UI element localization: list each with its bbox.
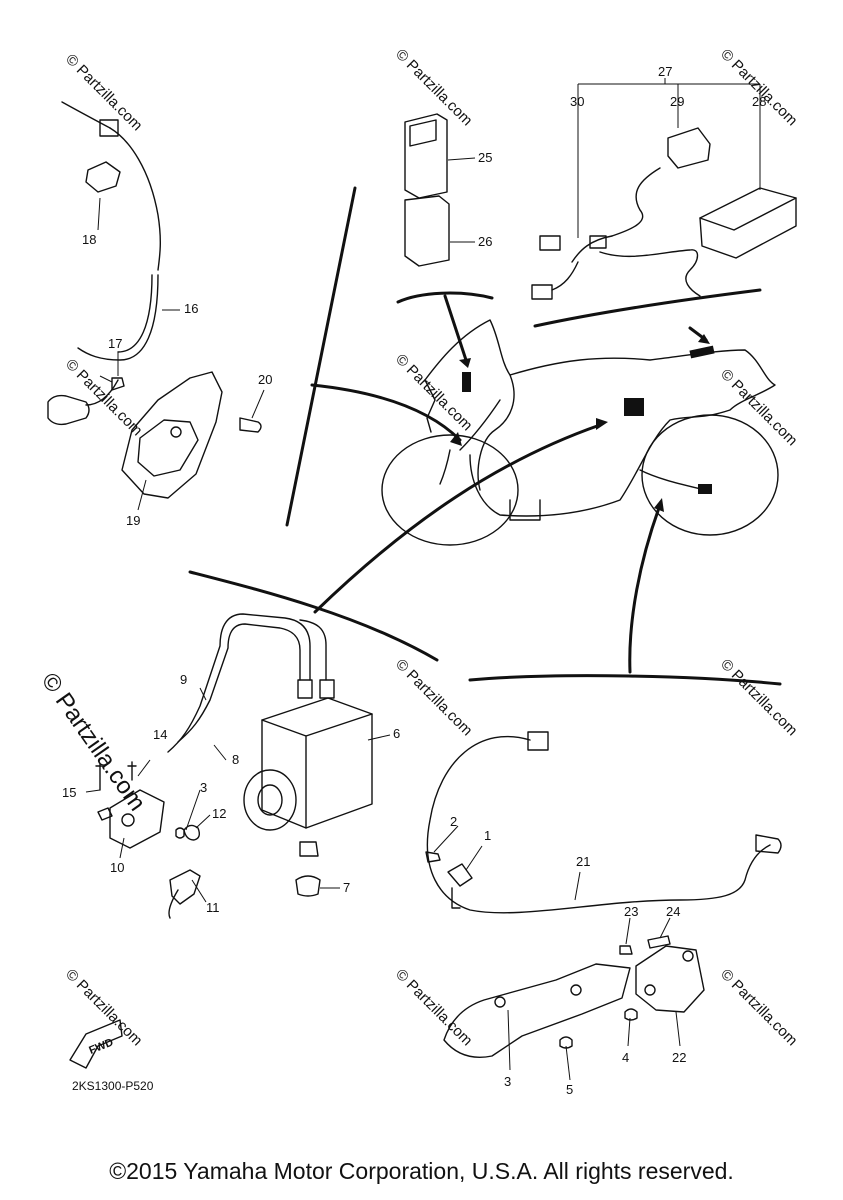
watermark: © Partzilla.com — [62, 51, 145, 134]
callout-26: 26 — [478, 234, 492, 249]
callout-4: 4 — [622, 1050, 629, 1065]
callout-20: 20 — [258, 372, 272, 387]
callout-1: 1 — [484, 828, 491, 843]
callout-23: 23 — [624, 904, 638, 919]
watermark: © Partzilla.com — [717, 46, 800, 129]
callout-11: 11 — [206, 900, 220, 915]
callout-22: 22 — [672, 1050, 686, 1065]
callout-27: 27 — [658, 64, 672, 79]
motorcycle-outline — [381, 319, 779, 546]
callout-24: 24 — [666, 904, 680, 919]
watermark: © Partzilla.com — [392, 966, 475, 1049]
watermark: © Partzilla.com — [717, 966, 800, 1049]
callout-6: 6 — [393, 726, 400, 741]
callout-15: 15 — [62, 785, 76, 800]
callout-19: 19 — [126, 513, 140, 528]
watermark: © Partzilla.com — [62, 966, 145, 1049]
pointer-arrows — [310, 294, 710, 674]
callout-29: 29 — [670, 94, 684, 109]
callout-9: 9 — [180, 672, 187, 687]
callout-2: 2 — [450, 814, 457, 829]
callout-25: 25 — [478, 150, 492, 165]
fwd-label: FWD — [87, 1036, 115, 1057]
rear-sensor-group: 2 1 21 23 24 4 22 3 5 — [425, 674, 782, 1097]
callout-30: 30 — [570, 94, 584, 109]
callout-8: 8 — [232, 752, 239, 767]
watermark: © Partzilla.com — [717, 366, 800, 449]
callout-3: 3 — [504, 1074, 511, 1089]
watermark: © Partzilla.com — [717, 656, 800, 739]
callout-28: 28 — [752, 94, 766, 109]
callout-17: 17 — [108, 336, 122, 351]
callout-12: 12 — [212, 806, 226, 821]
watermark: © Partzilla.com — [392, 656, 475, 739]
divider-line — [285, 186, 357, 527]
callout-18: 18 — [82, 232, 96, 247]
callout-3: 3 — [200, 780, 207, 795]
callout-10: 10 — [110, 860, 124, 875]
drawing-number: 2KS1300-P520 — [72, 1079, 154, 1093]
abs-unit-group: 6 7 9 8 14 15 3 12 10 11 — [62, 570, 439, 919]
callout-14: 14 — [153, 727, 167, 742]
callout-5: 5 — [566, 1082, 573, 1097]
callout-16: 16 — [184, 301, 198, 316]
copyright-notice: ©2015 Yamaha Motor Corporation, U.S.A. A… — [109, 1158, 734, 1184]
ecu-harness-group: 27 30 29 28 — [531, 64, 797, 328]
front-sensor-group: 18 16 17 20 19 — [47, 101, 272, 528]
callout-7: 7 — [343, 880, 350, 895]
watermark: © Partzilla.com — [392, 46, 475, 129]
connector-group: 25 26 — [396, 113, 494, 304]
callout-21: 21 — [576, 854, 590, 869]
